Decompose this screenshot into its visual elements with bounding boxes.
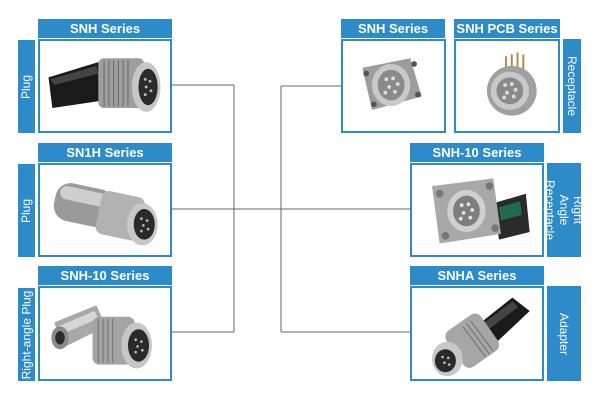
- type-label-adapter: Adapter: [547, 286, 581, 381]
- series-title-snha: SNHA Series: [410, 266, 544, 285]
- series-title-snh-receptacle: SNH Series: [341, 19, 445, 38]
- series-title-snh-10-left: SNH-10 Series: [38, 266, 172, 285]
- series-title-snh-pcb: SNH PCB Series: [454, 19, 560, 38]
- product-image-snh-plug[interactable]: [38, 39, 172, 133]
- product-image-snha-adapter[interactable]: [410, 286, 544, 381]
- series-title-snh-10-right: SNH-10 Series: [410, 143, 544, 162]
- product-image-snh-10-right-angle-receptacle[interactable]: [410, 163, 544, 257]
- type-label-receptacle: Receptacle: [563, 39, 581, 133]
- series-title-sn1h: SN1H Series: [38, 143, 172, 162]
- type-label-right-angle-receptacle: Right Angle Receptacle: [543, 163, 585, 257]
- product-image-snh-pcb-receptacle[interactable]: [454, 39, 560, 133]
- product-image-snh-10-right-angle-plug[interactable]: [38, 286, 172, 381]
- type-label-plug-1: Plug: [18, 40, 35, 133]
- product-image-snh-receptacle[interactable]: [341, 39, 446, 133]
- series-title-snh: SNH Series: [38, 19, 172, 38]
- type-label-plug-2: Plug: [18, 164, 35, 257]
- product-image-sn1h-plug[interactable]: [38, 163, 172, 257]
- type-label-right-angle-plug: Right-angle Plug: [18, 288, 35, 381]
